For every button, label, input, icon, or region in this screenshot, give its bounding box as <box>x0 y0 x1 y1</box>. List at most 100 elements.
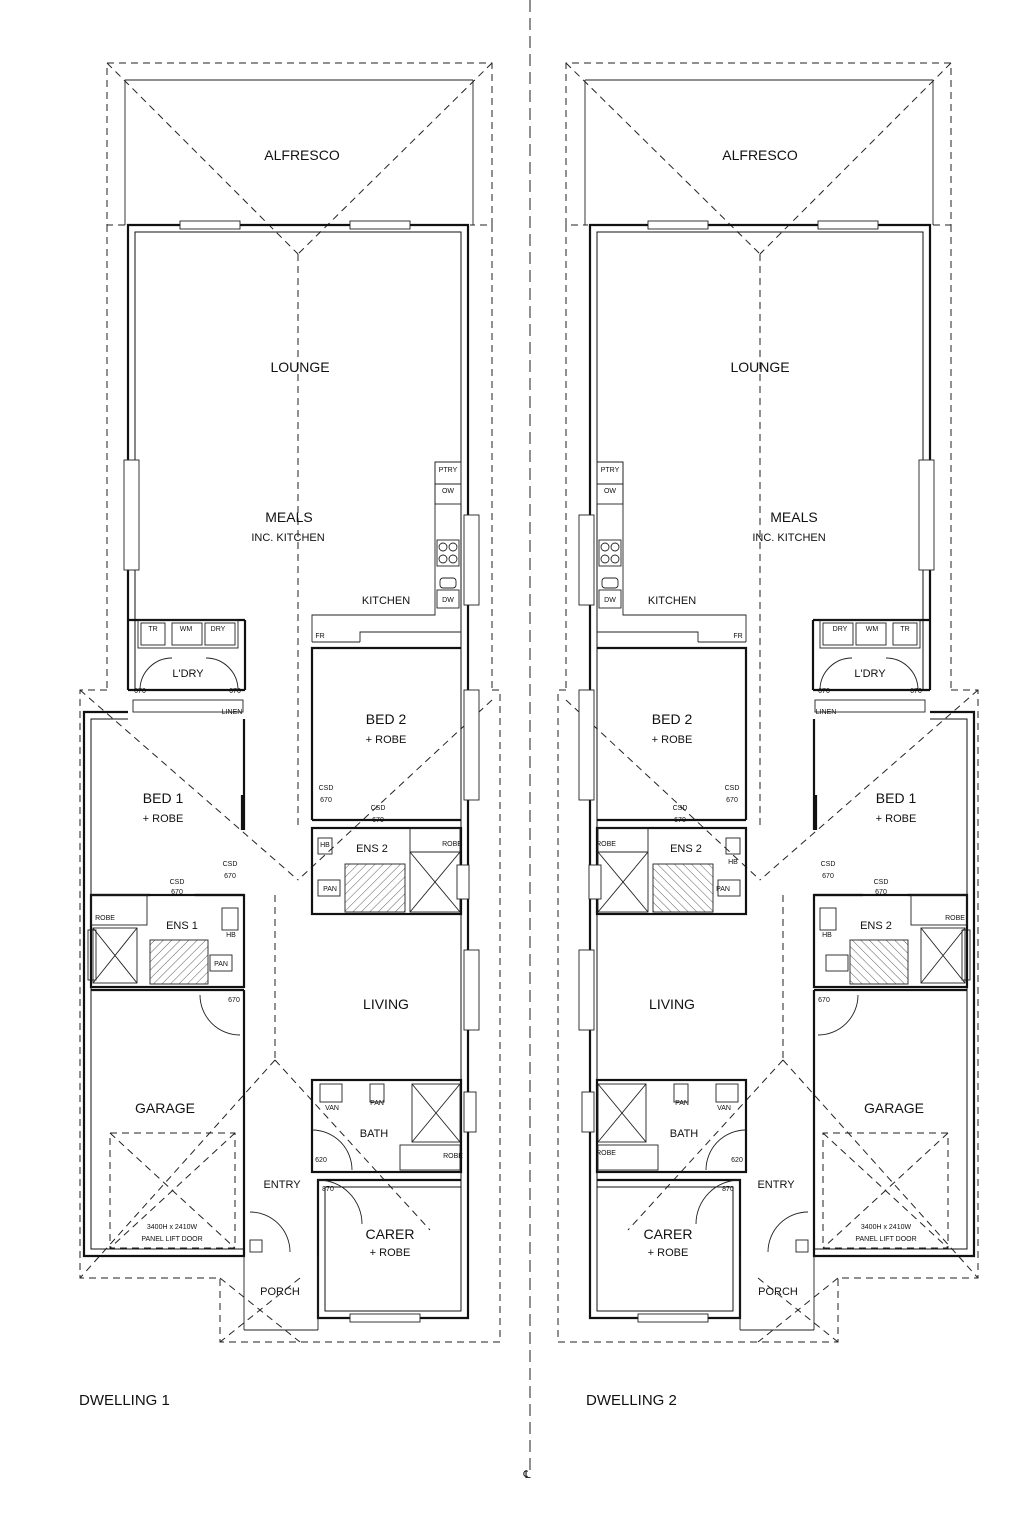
ens-2-pan: PAN <box>323 886 337 893</box>
door-laundry-left: 670 <box>818 688 830 695</box>
room-bed-1-sub: + ROBE <box>143 813 184 825</box>
room-living: LIVING <box>363 996 409 1012</box>
room-bed-1-sub: + ROBE <box>876 813 917 825</box>
room-bed-2: BED 2 <box>652 711 693 727</box>
room-bed-1: BED 1 <box>876 790 917 806</box>
room-bed-2-sub: + ROBE <box>652 734 693 746</box>
bed-2-csd: CSD <box>319 785 334 792</box>
ens-1-pan: PAN <box>214 961 228 968</box>
room-ens-right: ENS 2 <box>670 843 702 855</box>
room-porch: PORCH <box>758 1286 798 1298</box>
garage-door-size: 3400H x 2410W <box>147 1224 198 1231</box>
fixture-linen: LINEN <box>222 709 243 716</box>
ens-1-csd-size: 670 <box>171 889 183 896</box>
room-meals-sub: INC. KITCHEN <box>752 532 825 544</box>
ens-1-basin: HB <box>226 932 236 939</box>
fixture-oven: OW <box>604 488 616 495</box>
fixture-dryer: DRY <box>211 626 226 633</box>
room-ens-2: ENS 2 <box>356 843 388 855</box>
room-ens-left: ENS 2 <box>860 920 892 932</box>
ens-1-csd: CSD <box>874 879 889 886</box>
bath-pan: PAN <box>370 1100 384 1107</box>
ens-pan: PAN <box>716 886 730 893</box>
fixture-fridge: FR <box>733 633 742 640</box>
bed-2-csd-size: 670 <box>320 797 332 804</box>
bed-1-csd-size: 670 <box>224 873 236 880</box>
ens-2-basin: HB <box>320 842 330 849</box>
room-meals-sub: INC. KITCHEN <box>251 532 324 544</box>
bath-door: 620 <box>315 1157 327 1164</box>
room-bath: BATH <box>360 1128 389 1140</box>
door-laundry-left: 670 <box>134 688 146 695</box>
dwelling-1-plan <box>78 61 502 1344</box>
room-bath: BATH <box>670 1128 699 1140</box>
room-carer-sub: + ROBE <box>370 1247 411 1259</box>
fixture-trough: TR <box>148 626 157 633</box>
bath-door: 620 <box>731 1157 743 1164</box>
bed-2-csd: CSD <box>725 785 740 792</box>
ens-1-csd: CSD <box>170 879 185 886</box>
fixture-dishwasher: DW <box>442 597 454 604</box>
dwelling-1-title: DWELLING 1 <box>79 1392 170 1409</box>
garage-door-size: 3400H x 2410W <box>861 1224 912 1231</box>
room-carer: CARER <box>643 1226 692 1242</box>
fixture-dryer: DRY <box>833 626 848 633</box>
door-laundry-right: 670 <box>910 688 922 695</box>
room-meals: MEALS <box>770 509 817 525</box>
room-entry: ENTRY <box>757 1179 795 1191</box>
ens-csd-size: 670 <box>674 817 686 824</box>
room-bed-1: BED 1 <box>143 790 184 806</box>
garage-door-type: PANEL LIFT DOOR <box>855 1236 916 1243</box>
fixture-fridge: FR <box>315 633 324 640</box>
ens-2-robe: ROBE <box>442 841 462 848</box>
room-laundry: L'DRY <box>854 668 886 680</box>
bath-robe: ROBE <box>443 1153 463 1160</box>
room-alfresco: ALFRESCO <box>264 147 340 163</box>
room-ens-1: ENS 1 <box>166 920 198 932</box>
fixture-pantry: PTRY <box>601 467 620 474</box>
ens-1-basin: HB <box>822 932 832 939</box>
room-garage: GARAGE <box>864 1100 924 1116</box>
fixture-linen: LINEN <box>816 709 837 716</box>
ens-basin: HB <box>728 859 738 866</box>
bath-vanity: VAN <box>717 1105 731 1112</box>
dwelling-2-labels: ALFRESCO LOUNGE MEALS INC. KITCHEN KITCH… <box>586 147 965 1409</box>
carer-door: 870 <box>322 1186 334 1193</box>
dwelling-2-plan <box>556 61 980 1344</box>
room-bed-2-sub: + ROBE <box>366 734 407 746</box>
room-living: LIVING <box>649 996 695 1012</box>
fixture-dishwasher: DW <box>604 597 616 604</box>
centerline-symbol: ℄ <box>522 1469 530 1481</box>
room-alfresco: ALFRESCO <box>722 147 798 163</box>
bed-1-csd: CSD <box>223 861 238 868</box>
room-bed-2: BED 2 <box>366 711 407 727</box>
bed-2-csd-size: 670 <box>726 797 738 804</box>
ens-1-csd-size: 670 <box>875 889 887 896</box>
fixture-washing-machine: WM <box>866 626 879 633</box>
bed-1-csd: CSD <box>821 861 836 868</box>
room-porch: PORCH <box>260 1286 300 1298</box>
room-kitchen: KITCHEN <box>362 595 410 607</box>
ens-1-robe: ROBE <box>95 915 115 922</box>
ens-2-csd: CSD <box>371 805 386 812</box>
ens-csd: CSD <box>673 805 688 812</box>
room-kitchen: KITCHEN <box>648 595 696 607</box>
room-garage: GARAGE <box>135 1100 195 1116</box>
bath-pan: PAN <box>675 1100 689 1107</box>
room-meals: MEALS <box>265 509 312 525</box>
room-entry: ENTRY <box>263 1179 301 1191</box>
room-lounge: LOUNGE <box>730 359 789 375</box>
bath-robe: ROBE <box>596 1150 616 1157</box>
room-carer: CARER <box>365 1226 414 1242</box>
fixture-oven: OW <box>442 488 454 495</box>
door-laundry-right: 670 <box>229 688 241 695</box>
fixture-pantry: PTRY <box>439 467 458 474</box>
fixture-washing-machine: WM <box>180 626 193 633</box>
carer-door: 870 <box>722 1186 734 1193</box>
bath-vanity: VAN <box>325 1105 339 1112</box>
garage-door-width: 670 <box>818 997 830 1004</box>
garage-door-type: PANEL LIFT DOOR <box>141 1236 202 1243</box>
room-laundry: L'DRY <box>172 668 204 680</box>
fixture-trough: TR <box>900 626 909 633</box>
